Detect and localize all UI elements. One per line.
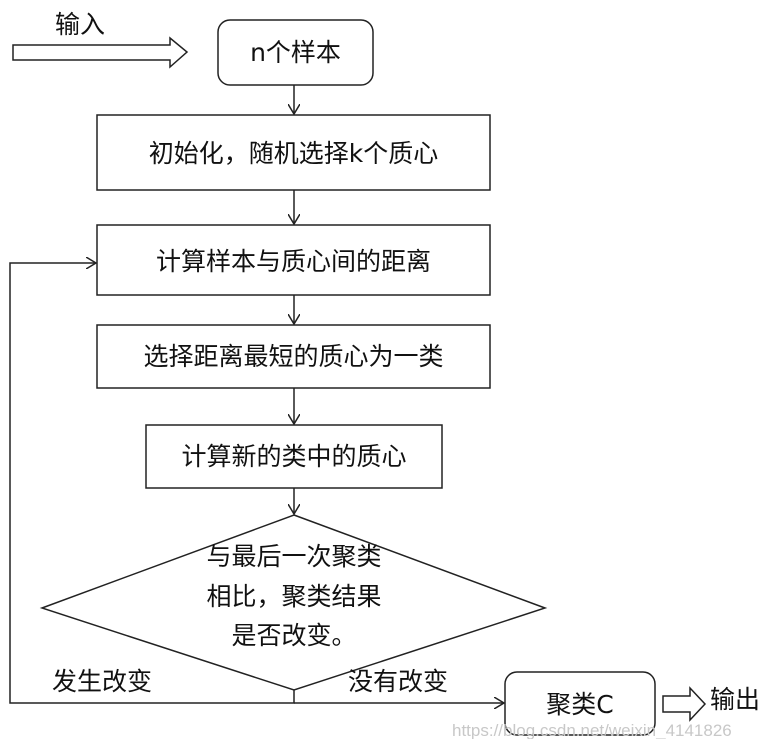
- input-label: 输入: [55, 10, 105, 39]
- step-update-label: 计算新的类中的质心: [181, 442, 406, 471]
- step-init-label: 初始化，随机选择k个质心: [149, 139, 438, 168]
- decision-line-3: 是否改变。: [231, 621, 356, 650]
- start-node: [217, 19, 374, 86]
- start-node-label: n个样本: [250, 38, 341, 67]
- loop-arrow: [9, 263, 295, 704]
- step-assign-label: 选择距离最短的质心为一类: [143, 342, 443, 371]
- watermark: https://blog.csdn.net/weixin_4141826: [452, 721, 732, 739]
- decision-line-2: 相比，聚类结果: [206, 582, 381, 611]
- end-node: [504, 671, 656, 736]
- output-arrow-icon: [662, 686, 707, 722]
- step-init: [96, 114, 491, 191]
- output-label: 输出: [710, 685, 760, 714]
- step-distance-label: 计算样本与质心间的距离: [156, 247, 431, 276]
- branch-unchanged-label: 没有改变: [348, 667, 448, 696]
- step-update: [145, 424, 443, 489]
- decision-line-1: 与最后一次聚类: [206, 542, 381, 571]
- branch-changed-label: 发生改变: [52, 667, 152, 696]
- end-node-label: 聚类C: [546, 690, 613, 719]
- input-arrow-icon: [12, 36, 189, 69]
- step-assign: [96, 324, 491, 389]
